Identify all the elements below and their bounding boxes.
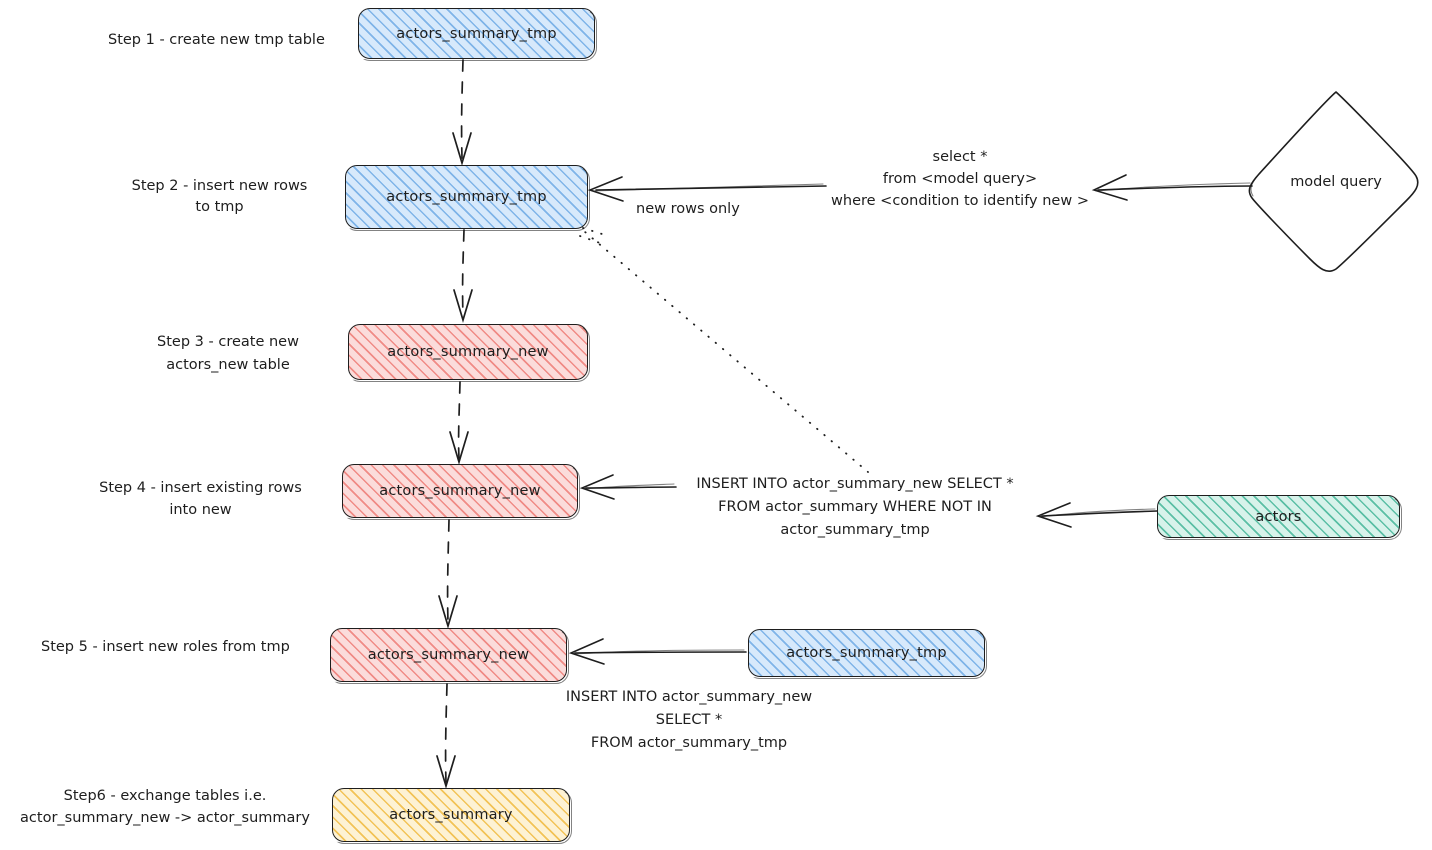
node-actors-summary-new-step3[interactable]: actors_summary_new xyxy=(348,324,588,380)
annotation-new-rows-only: new rows only xyxy=(636,201,740,217)
insert-new-roles-sql-line2: SELECT * xyxy=(655,712,723,728)
node-actors-summary-final[interactable]: actors_summary xyxy=(332,788,570,842)
model-query-sql-line3: where <condition to identify new > xyxy=(831,193,1089,209)
node-actors-summary-tmp-step2[interactable]: actors_summary_tmp xyxy=(345,165,588,229)
step-6-label-line1: Step6 - exchange tables i.e. xyxy=(63,788,267,804)
flow-arrow-step2-step3 xyxy=(453,229,473,323)
node-actors-summary-new-step5[interactable]: actors_summary_new xyxy=(330,628,567,682)
step-6-label-line2: actor_summary_new -> actor_summary xyxy=(20,810,310,826)
node-label: actors_summary_new xyxy=(387,344,549,360)
node-model-query[interactable]: model query xyxy=(1252,92,1420,272)
flow-arrow-step1-step2 xyxy=(452,59,472,166)
node-label: actors xyxy=(1255,508,1302,525)
model-query-sql-line1: select * xyxy=(932,149,988,165)
arrow-model-query xyxy=(1091,174,1253,201)
node-actors-summary-new-step4[interactable]: actors_summary_new xyxy=(342,464,578,518)
insert-existing-sql-line2: FROM actor_summary WHERE NOT IN xyxy=(718,499,992,515)
arrow-insert-existing xyxy=(579,474,677,500)
step-4-label-line1: Step 4 - insert existing rows xyxy=(99,480,302,496)
step-3-label-line1: Step 3 - create new xyxy=(157,334,299,350)
arrow-tmp-to-step5 xyxy=(568,638,747,665)
dotted-link-tmp-to-insert xyxy=(577,225,869,473)
insert-existing-sql-line1: INSERT INTO actor_summary_new SELECT * xyxy=(696,476,1014,492)
node-label: actors_summary_tmp xyxy=(786,645,947,661)
node-label: actors_summary_new xyxy=(379,483,541,499)
node-label: actors_summary xyxy=(389,807,513,823)
node-actors-source[interactable]: actors xyxy=(1157,495,1400,538)
step-1-label: Step 1 - create new tmp table xyxy=(108,32,325,48)
flow-arrow-step4-step5 xyxy=(438,519,458,629)
arrow-actors-to-sql xyxy=(1035,502,1158,528)
insert-new-roles-sql-line1: INSERT INTO actor_summary_new xyxy=(565,689,813,705)
node-label: actors_summary_tmp xyxy=(396,25,557,42)
insert-new-roles-sql-line3: FROM actor_summary_tmp xyxy=(590,735,788,751)
step-5-label: Step 5 - insert new roles from tmp xyxy=(41,639,290,655)
flow-arrow-step5-step6 xyxy=(436,683,456,789)
insert-existing-sql-line3: actor_summary_tmp xyxy=(780,522,930,538)
node-label: actors_summary_new xyxy=(367,647,530,663)
node-actors-summary-tmp-side[interactable]: actors_summary_tmp xyxy=(748,629,985,677)
step-4-label-line2: into new xyxy=(169,502,232,518)
model-query-label: model query xyxy=(1290,174,1382,190)
step-3-label-line2: actors_new table xyxy=(166,357,290,373)
flow-arrow-step3-step4 xyxy=(449,381,469,465)
node-label: actors_summary_tmp xyxy=(386,189,547,205)
node-actors-summary-tmp-step1[interactable]: actors_summary_tmp xyxy=(358,8,595,59)
arrow-new-rows-only xyxy=(587,176,827,202)
step-2-label-line1: Step 2 - insert new rows xyxy=(131,178,308,194)
model-query-sql-line2: from <model query> xyxy=(882,171,1038,187)
step-2-label-line2: to tmp xyxy=(195,199,244,215)
